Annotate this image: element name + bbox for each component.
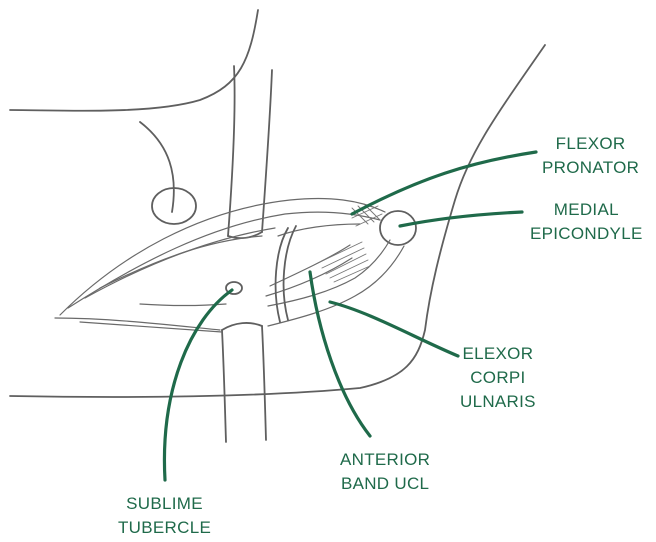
label-line: TUBERCLE bbox=[118, 516, 211, 540]
label-flexor-pronator: FLEXOR PRONATOR bbox=[542, 132, 639, 180]
label-line: MEDIAL bbox=[530, 198, 643, 222]
leader-sublime-tubercle bbox=[164, 290, 232, 480]
label-line: BAND UCL bbox=[340, 472, 430, 496]
limb-outline bbox=[10, 10, 545, 397]
medial-epicondyle-mark bbox=[380, 211, 416, 245]
label-anterior-band-ucl: ANTERIOR BAND UCL bbox=[340, 448, 430, 496]
bone-outlines bbox=[222, 66, 272, 442]
label-line: EPICONDYLE bbox=[530, 222, 643, 246]
ligament-sketch bbox=[276, 204, 382, 322]
label-line: PRONATOR bbox=[542, 156, 639, 180]
label-medial-epicondyle: MEDIAL EPICONDYLE bbox=[530, 198, 643, 246]
label-elexor-corpi-ulnaris: ELEXOR CORPI ULNARIS bbox=[460, 342, 536, 414]
label-line: SUBLIME bbox=[118, 492, 211, 516]
label-line: ANTERIOR bbox=[340, 448, 430, 472]
label-line: ELEXOR bbox=[460, 342, 536, 366]
label-line: CORPI bbox=[460, 366, 536, 390]
label-line: ULNARIS bbox=[460, 390, 536, 414]
label-line: FLEXOR bbox=[542, 132, 639, 156]
leader-elexor-corpi-ulnaris bbox=[330, 302, 458, 356]
leader-anterior-band-ucl bbox=[310, 272, 370, 436]
leader-medial-epicondyle bbox=[400, 212, 522, 226]
label-sublime-tubercle: SUBLIME TUBERCLE bbox=[118, 492, 211, 540]
leader-flexor-pronator bbox=[352, 152, 536, 214]
